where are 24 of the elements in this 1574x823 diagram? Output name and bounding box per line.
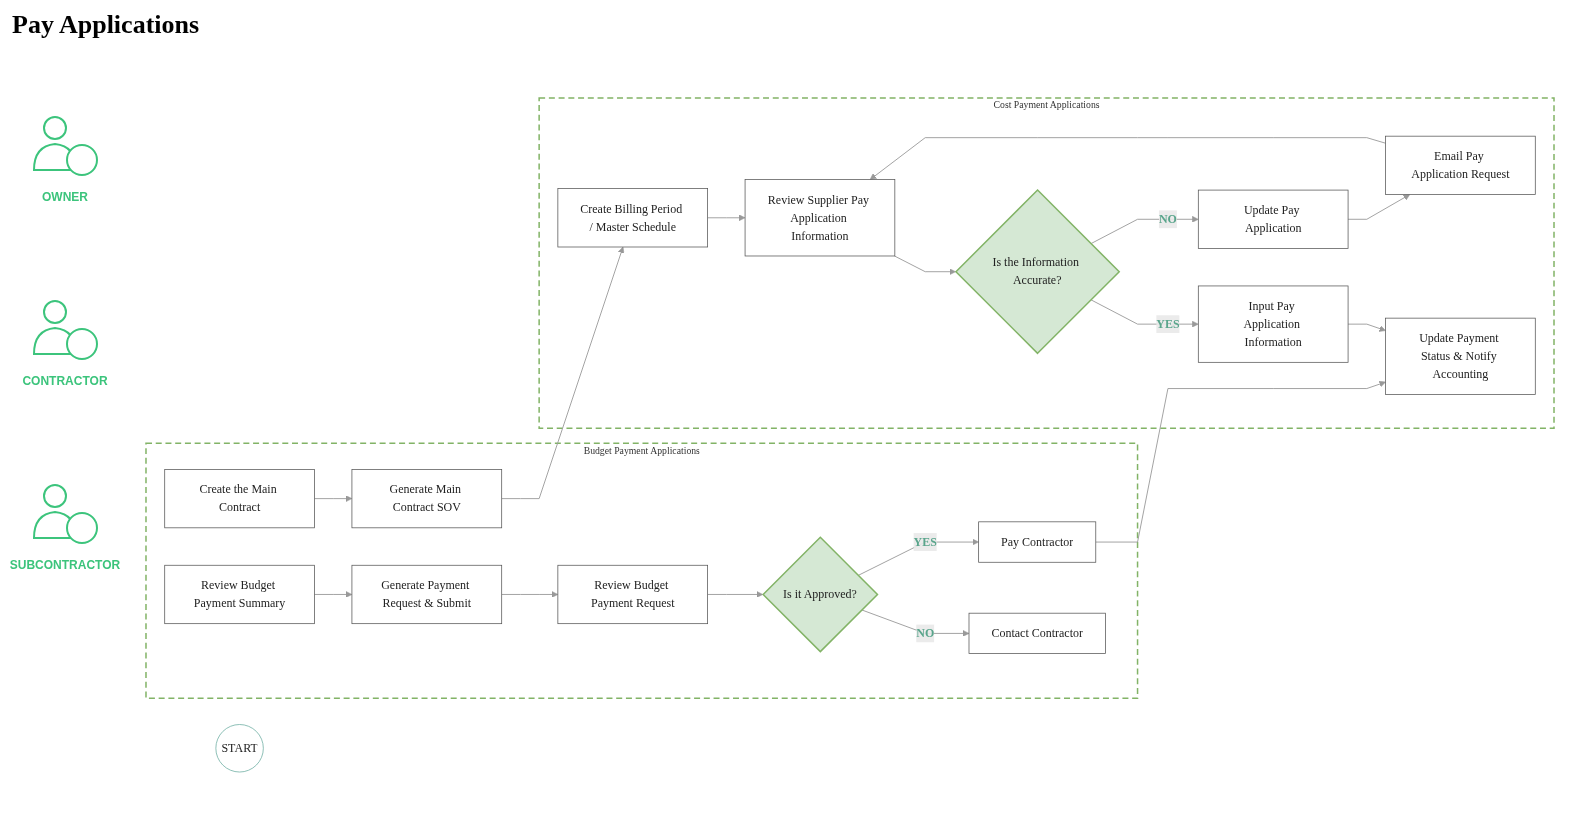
- edge-label: YES: [913, 535, 937, 549]
- node-box: Contact Contractor: [968, 612, 1106, 654]
- node-diamond: Is it Approved?: [762, 536, 879, 653]
- node-box: Create Billing Period / Master Schedule: [557, 188, 708, 248]
- lane-label: SUBCONTRACTOR: [9, 558, 121, 572]
- node-box: Update Payment Status & Notify Accounting: [1385, 317, 1536, 395]
- node-box: Review Budget Payment Summary: [164, 564, 315, 625]
- edge-label: NO: [1158, 212, 1177, 226]
- diagram-title: Pay Applications: [12, 10, 200, 40]
- node-box: Email Pay Application Request: [1385, 135, 1536, 195]
- node-box: Review Supplier Pay Application Information: [744, 179, 896, 257]
- edge-label: NO: [916, 626, 935, 640]
- lane-label: OWNER: [42, 190, 88, 204]
- node-box: Update Pay Application: [1197, 189, 1349, 249]
- edge-label: YES: [1156, 317, 1180, 331]
- node-diamond: Is the Information Accurate?: [954, 189, 1121, 355]
- node-box: Generate Main Contract SOV: [351, 469, 503, 529]
- lane-label: CONTRACTOR: [22, 374, 108, 388]
- node-box: Review Budget Payment Request: [557, 564, 708, 625]
- node-box: Generate Payment Request & Submit: [351, 564, 503, 625]
- node-box: Create the Main Contract: [164, 469, 315, 529]
- node-circle: START: [215, 724, 264, 773]
- node-box: Input Pay Application Information: [1197, 285, 1349, 363]
- node-box: Pay Contractor: [978, 521, 1097, 563]
